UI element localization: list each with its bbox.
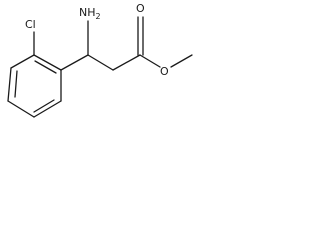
benzene-ring (7, 54, 62, 118)
bond-carbonyl-to-ester-oxygen (139, 54, 161, 68)
chemical-structure: Cl NH2 O O (7, 2, 193, 118)
ring-bond-bottom-left (7, 100, 35, 118)
amine-label: NH2 (79, 6, 101, 21)
ring-bond-top-right (33, 54, 62, 71)
bond-ring-to-alpha-carbon (60, 54, 89, 71)
ester-oxygen-label: O (160, 65, 169, 78)
ring-double-bond-bottom (33, 99, 55, 113)
ring-bond-left (7, 67, 12, 102)
chlorine-label: Cl (25, 18, 36, 31)
ring-bond-bottom-right (33, 100, 62, 118)
ring-double-bond-left (14, 70, 18, 98)
carbonyl-oxygen-label: O (136, 2, 145, 15)
bond-methylene-to-carbonyl (112, 54, 141, 71)
bond-ester-oxygen-to-methyl (170, 54, 193, 68)
ring-bond-top-left (10, 54, 35, 69)
ring-double-bond-top (34, 60, 57, 74)
bond-carbon-to-methylene (87, 54, 114, 71)
